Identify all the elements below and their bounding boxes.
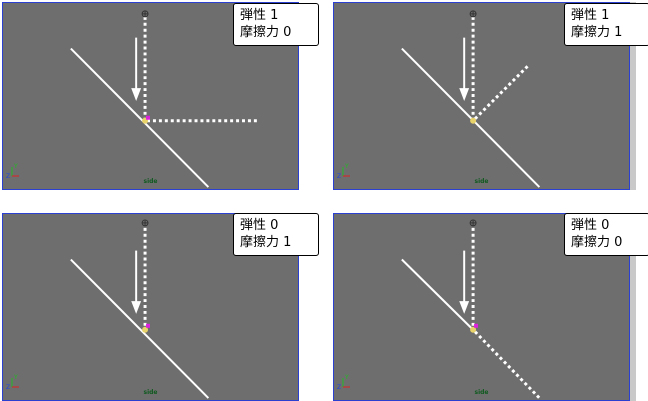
viewport-camera-label: side (143, 389, 158, 396)
slope-line (401, 258, 474, 331)
svg-text:Z: Z (6, 384, 10, 389)
friction-label: 摩擦力 1 (571, 25, 623, 40)
svg-text:Y: Y (13, 374, 18, 381)
impact-ball (470, 326, 477, 333)
fall-arrow-head (131, 301, 142, 314)
svg-text:Z: Z (6, 173, 10, 178)
svg-text:Z: Z (337, 173, 341, 178)
scene-canvas (70, 10, 257, 188)
bounce-trajectory (474, 63, 531, 120)
scene-canvas (401, 219, 541, 400)
elasticity-label: 弾性 1 (240, 8, 279, 23)
friction-label: 摩擦力 1 (240, 235, 292, 250)
elasticity-label: 弾性 1 (571, 8, 610, 23)
viewport-camera-label: side (474, 178, 489, 185)
viewport-camera-label: side (474, 389, 489, 396)
slope-line (70, 258, 210, 399)
scene-canvas (70, 219, 210, 399)
friction-label: 摩擦力 0 (571, 235, 623, 250)
impact-ball (142, 326, 149, 333)
friction-label: 摩擦力 0 (240, 25, 292, 40)
viewport-panel-top-left[interactable]: Y Z side (2, 2, 299, 190)
axis-gizmo: Y Z (6, 374, 19, 389)
axis-gizmo: Y Z (337, 374, 350, 389)
settings-label-bottom-left: 弾性 0 摩擦力 1 (233, 213, 319, 256)
impact-marker (146, 115, 151, 120)
settings-label-bottom-right: 弾性 0 摩擦力 0 (564, 213, 648, 256)
svg-text:Y: Y (13, 163, 18, 170)
viewport-side-strip (630, 2, 636, 190)
svg-text:Y: Y (344, 163, 349, 170)
svg-text:Y: Y (344, 374, 349, 381)
settings-label-top-right: 弾性 1 摩擦力 1 (564, 3, 648, 46)
elasticity-label: 弾性 0 (571, 218, 610, 233)
viewport-side-strip (630, 213, 636, 401)
scene-canvas (401, 10, 541, 188)
axis-gizmo: Y Z (337, 163, 350, 178)
impact-marker (146, 323, 151, 328)
slope-line (70, 47, 210, 188)
fall-arrow-head (459, 301, 470, 314)
impact-marker (474, 323, 479, 328)
axis-gizmo: Y Z (6, 163, 19, 178)
viewport-camera-label: side (143, 178, 158, 185)
settings-label-top-left: 弾性 1 摩擦力 0 (233, 3, 319, 46)
impact-ball (470, 117, 477, 124)
svg-text:Z: Z (337, 384, 341, 389)
fall-arrow-head (459, 88, 470, 101)
fall-arrow-head (131, 88, 142, 101)
slope-line (401, 47, 541, 188)
elasticity-label: 弾性 0 (240, 218, 279, 233)
